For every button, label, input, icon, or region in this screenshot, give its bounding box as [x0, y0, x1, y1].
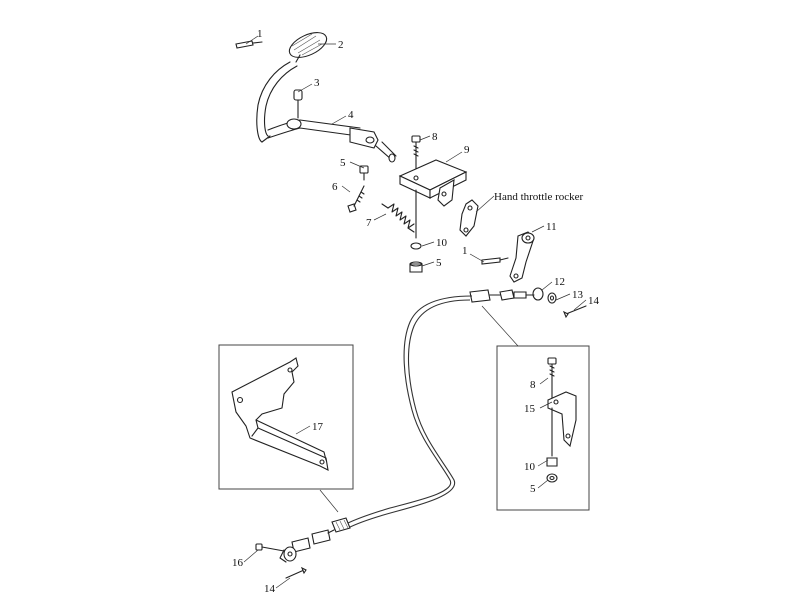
callout-4: 4 — [348, 109, 354, 121]
bracket-15-assembly — [546, 357, 577, 483]
callout-15: 15 — [524, 403, 536, 415]
bolt-6 — [347, 185, 365, 213]
cable-end-lower — [279, 517, 351, 563]
hand-throttle-rocker — [459, 199, 479, 237]
throttle-cable-inner — [347, 299, 471, 529]
callout-8-inset: 8 — [530, 379, 536, 391]
pedal-arm — [256, 61, 397, 163]
callout-8-top: 8 — [432, 131, 438, 143]
callout-5-left: 5 — [340, 157, 346, 169]
nut-5-left — [359, 165, 369, 181]
pin-14-upper — [562, 305, 587, 319]
callout-5-inset: 5 — [530, 483, 536, 495]
callout-14-upper: 14 — [588, 295, 600, 307]
inset-connector-right — [481, 305, 519, 347]
callout-10-top: 10 — [436, 237, 448, 249]
pedal-pad — [288, 32, 328, 63]
leader-lines — [243, 35, 587, 589]
callout-16: 16 — [232, 557, 244, 569]
pin-14-lower — [285, 566, 307, 579]
cable-end-upper — [469, 287, 557, 304]
callout-12: 12 — [554, 276, 565, 288]
callout-3: 3 — [314, 77, 320, 89]
bolt-16 — [255, 543, 285, 552]
bolt-8-top — [411, 135, 421, 171]
callout-2: 2 — [338, 39, 344, 51]
inset-box-bracket-15 — [496, 345, 590, 511]
pin-1-top — [235, 40, 263, 49]
throttle-cable — [345, 295, 473, 525]
bracket-17 — [231, 357, 329, 471]
callout-6: 6 — [332, 181, 338, 193]
knob-3 — [293, 89, 303, 119]
callout-1-lower: 1 — [462, 245, 468, 257]
callout-17: 17 — [312, 421, 324, 433]
callout-13: 13 — [572, 289, 584, 301]
callout-1-top: 1 — [257, 28, 263, 40]
spring-7 — [381, 203, 415, 233]
callout-11: 11 — [546, 221, 557, 233]
washer-10-top — [410, 242, 422, 250]
bracket-9 — [398, 159, 468, 207]
nut-5-top — [409, 261, 423, 273]
hand-throttle-rocker-label: Hand throttle rocker — [494, 191, 584, 203]
callout-7: 7 — [366, 217, 372, 229]
callout-14-lower: 14 — [264, 583, 276, 595]
callout-5-top: 5 — [436, 257, 442, 269]
lever-11 — [509, 231, 535, 283]
inset-connector-left — [319, 489, 339, 513]
callout-10-inset: 10 — [524, 461, 536, 473]
pin-1-lower — [481, 257, 509, 265]
callout-9: 9 — [464, 144, 470, 156]
